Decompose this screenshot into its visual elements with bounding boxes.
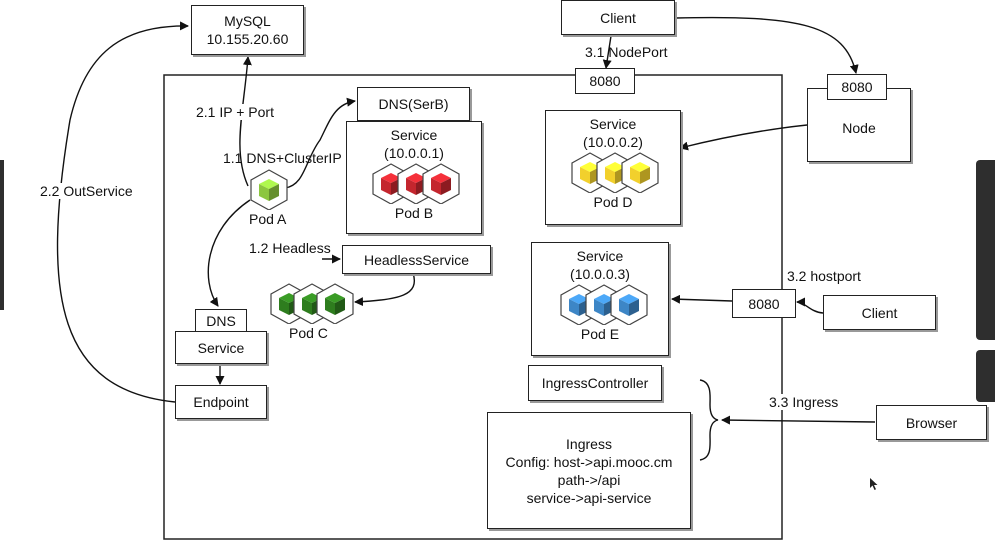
pod-cube-icon	[621, 152, 659, 194]
label-ip-port: 2.1 IP + Port	[196, 104, 274, 120]
pod-cube-icon	[610, 284, 648, 326]
pod-cube-icon	[316, 283, 354, 325]
ingress-config-service: service->api-service	[526, 489, 652, 506]
client-top-label: Client	[600, 9, 636, 26]
service-e-ip: (10.0.0.3)	[570, 266, 630, 282]
edge-client-to-nodeport	[602, 35, 612, 69]
nodeport-8080-box: 8080	[575, 68, 635, 94]
pod-d-cubes	[563, 151, 663, 194]
edge-browser-to-ingress	[721, 415, 876, 425]
edge-client-to-hostport	[796, 297, 824, 314]
endpoint-label: Endpoint	[193, 394, 249, 410]
pod-cube-icon	[560, 284, 648, 326]
hostport-8080-label: 8080	[748, 295, 780, 312]
label-ingress: 3.3 Ingress	[769, 394, 839, 410]
pod-d-label: Pod D	[593, 194, 633, 210]
browser-box: Browser	[876, 405, 987, 440]
client-right-label: Client	[861, 304, 898, 321]
edge-headless-to-pod-c	[354, 272, 415, 307]
ingress-config-path: path->/api	[557, 471, 621, 488]
service-b-box: Service (10.0.0.1) Pod B	[346, 121, 482, 234]
node-8080-box: 8080	[827, 74, 887, 100]
service-e-box: Service (10.0.0.3) Pod E	[531, 242, 669, 356]
right-edge-panel	[976, 160, 995, 340]
ingress-controller-label: IngressController	[541, 375, 649, 391]
edge-pod-a-to-dns	[207, 199, 251, 307]
endpoint-box: Endpoint	[175, 385, 267, 419]
headless-service-box: HeadlessService	[342, 245, 491, 274]
node-box: Node	[807, 88, 911, 162]
edge-pod-a-to-dns-serb	[284, 97, 356, 189]
pod-cube-icon	[250, 169, 288, 211]
pod-b-label: Pod B	[394, 205, 434, 221]
node-label: Node	[842, 120, 876, 136]
pod-c-label: Pod C	[289, 325, 328, 341]
headless-service-label: HeadlessService	[363, 251, 470, 268]
edge-client-to-node	[675, 16, 859, 74]
pod-a-label: Pod A	[249, 211, 287, 227]
label-hostport: 3.2 hostport	[787, 268, 861, 284]
mysql-ip: 10.155.20.60	[206, 31, 289, 47]
hostport-8080-box: 8080	[732, 289, 796, 318]
label-headless: 1.2 Headless	[249, 240, 331, 256]
dns-service-label: Service	[197, 339, 245, 356]
dns-serb-box: DNS(SerB)	[357, 87, 470, 121]
pod-cube-icon	[571, 152, 659, 194]
browser-label: Browser	[905, 414, 958, 431]
edge-pod-a-to-mysql	[239, 56, 252, 187]
pod-e-cubes	[550, 283, 650, 326]
pod-cube-icon	[422, 163, 460, 205]
service-e-title: Service	[576, 248, 624, 264]
edge-node-to-service-d	[679, 124, 808, 151]
ingress-config-box: Ingress Config: host->api.mooc.cm path->…	[487, 412, 691, 529]
pod-cube-icon	[250, 169, 288, 211]
right-edge-panel-2	[976, 350, 995, 402]
label-dns-clusterip: 1.1 DNS+ClusterIP	[223, 150, 342, 166]
pod-cube-icon	[270, 283, 354, 325]
mouse-cursor-icon	[870, 478, 878, 490]
ingress-controller-box: IngressController	[528, 365, 662, 401]
edge-endpoint-to-mysql	[56, 21, 189, 403]
service-d-box: Service (10.0.0.2) Pod D	[545, 110, 681, 225]
service-b-title: Service	[390, 127, 438, 143]
node-8080-label: 8080	[841, 79, 873, 95]
edge-hostport-to-service-e	[671, 294, 733, 304]
dns-serb-label: DNS(SerB)	[378, 96, 449, 112]
dns-service-box: Service	[175, 331, 267, 364]
mysql-name: MySQL	[224, 13, 271, 29]
service-b-ip: (10.0.0.1)	[384, 145, 444, 161]
pod-a-cube	[248, 168, 290, 211]
label-out-service: 2.2 OutService	[40, 183, 133, 199]
pod-c-cubes	[268, 282, 358, 325]
client-top-box: Client	[561, 0, 675, 35]
service-d-ip: (10.0.0.2)	[583, 134, 643, 150]
ingress-title: Ingress	[566, 435, 612, 452]
service-d-title: Service	[589, 116, 637, 132]
left-edge-strip	[0, 160, 4, 310]
mysql-box: MySQL 10.155.20.60	[191, 5, 304, 55]
client-right-box: Client	[823, 295, 936, 330]
ingress-brace	[699, 379, 719, 461]
dns-small-label: DNS	[206, 312, 236, 329]
pod-cube-icon	[372, 163, 460, 205]
label-nodeport: 3.1 NodePort	[585, 44, 668, 60]
dns-small-box: DNS	[195, 309, 247, 332]
ingress-config-host: Config: host->api.mooc.cm	[505, 453, 673, 470]
pod-b-cubes	[364, 162, 464, 205]
pod-e-label: Pod E	[580, 326, 620, 342]
nodeport-8080-label: 8080	[589, 73, 621, 89]
